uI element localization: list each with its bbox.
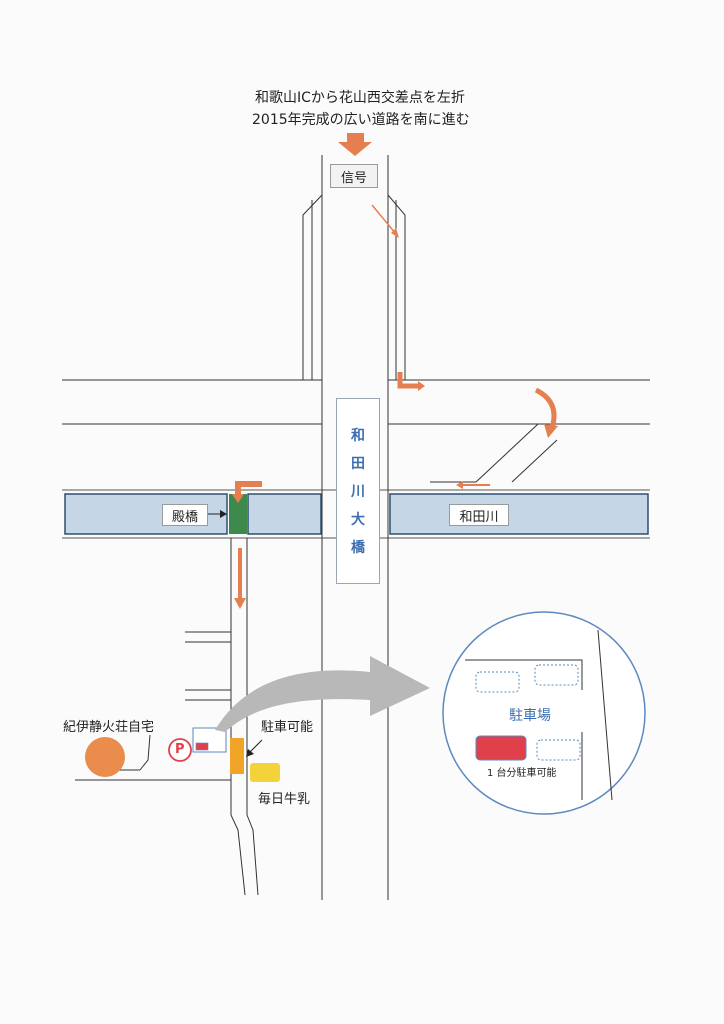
inset-map: [442, 611, 646, 815]
title-line-1: 和歌山ICから花山西交差点を左折: [255, 90, 465, 106]
zoom-pointer-arrow: [215, 656, 430, 732]
milk-shop-block: [250, 763, 280, 782]
parking-possible-label: 駐車可能: [261, 720, 314, 735]
east-west-road: [62, 379, 650, 425]
tonobashi-bridge: [229, 494, 247, 534]
bridge-char-1: 和: [351, 428, 365, 444]
route-arrows: [232, 133, 558, 609]
bridge-char-5: 橋: [351, 540, 365, 556]
parking-icon: [168, 738, 192, 762]
milk-shop-label: 毎日牛乳: [258, 792, 311, 807]
parking-possible-block: [230, 738, 244, 774]
ramp: [430, 423, 558, 483]
side-roads-north: [302, 194, 406, 380]
tonobashi-label: 殿橋: [162, 504, 208, 526]
parking-pointer: [246, 739, 263, 757]
parked-car-small: [195, 742, 209, 751]
house-label: 紀伊静火荘自宅: [63, 720, 155, 735]
title-line-2: 2015年完成の広い道路を南に進む: [252, 112, 470, 128]
signal-label: 信号: [330, 164, 378, 188]
bridge-char-3: 川: [351, 484, 365, 500]
inset-parking-title: 駐車場: [509, 708, 551, 724]
parking-letter: P: [175, 742, 185, 757]
bridge-char-4: 大: [351, 512, 365, 528]
bridge-name-label: 和 田 川 大 橋: [336, 398, 380, 584]
main-road: [321, 155, 389, 900]
bridge-char-2: 田: [351, 456, 365, 472]
tonobashi-pointer: [208, 510, 227, 518]
house-marker: [85, 737, 125, 777]
river-label: 和田川: [449, 504, 509, 526]
inset-parking-note: 1 台分駐車可能: [487, 768, 557, 779]
